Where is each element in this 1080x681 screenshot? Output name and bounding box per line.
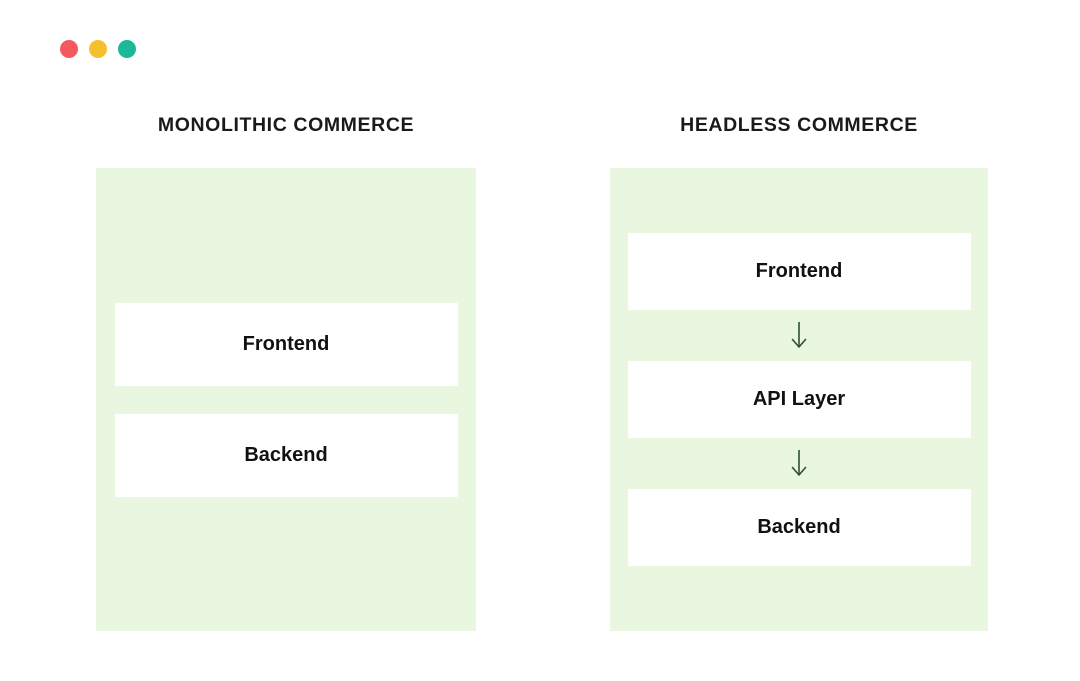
card-label: API Layer [752,388,846,410]
maximize-dot[interactable] [118,40,136,58]
arrow-down-icon-1 [628,310,971,361]
column-monolithic: MONOLITHIC COMMERCE Frontend Backend [96,112,476,631]
minimize-dot[interactable] [89,40,107,58]
card-label: Backend [757,516,841,538]
monolithic-stack: Frontend Backend [114,302,458,497]
arrow-down-icon-2 [628,438,971,489]
card-monolithic-frontend[interactable]: Frontend [114,302,458,386]
column-title-headless: HEADLESS COMMERCE [680,114,918,136]
window-controls [60,40,136,58]
card-label: Backend [244,443,328,466]
close-dot[interactable] [60,40,78,58]
column-title-monolithic: MONOLITHIC COMMERCE [157,114,415,136]
card-label: Frontend [755,260,843,282]
card-label: Frontend [242,332,330,355]
card-headless-frontend[interactable]: Frontend [627,233,971,310]
panel-headless: Frontend API Layer [610,168,988,631]
card-headless-api-layer[interactable]: API Layer [627,361,971,438]
panel-monolithic: Frontend Backend [96,168,476,631]
card-monolithic-backend[interactable]: Backend [114,413,458,497]
card-headless-backend[interactable]: Backend [627,489,971,566]
headless-stack: Frontend API Layer [627,233,971,566]
column-headless: HEADLESS COMMERCE Frontend API Layer [610,112,988,631]
